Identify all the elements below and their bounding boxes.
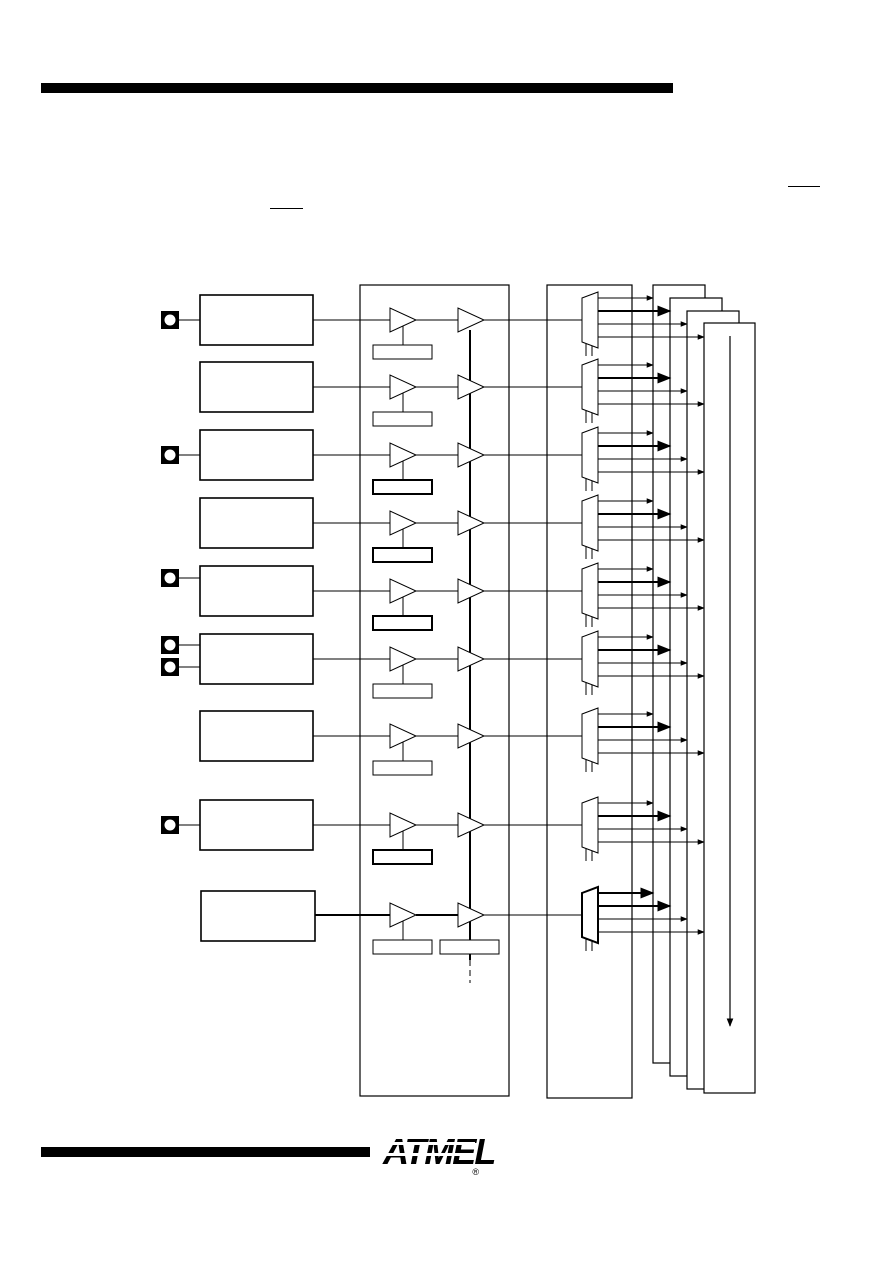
row-7: [199, 707, 705, 776]
mux-shape: [581, 796, 599, 854]
mux-shape: [581, 885, 599, 945]
mux-panel: [546, 284, 633, 1099]
atmel-logo: ATMEL ®: [383, 1131, 496, 1177]
row-8: [161, 796, 705, 865]
control-register-box: [372, 683, 433, 699]
header-bar: [41, 83, 673, 93]
mux-shape: [581, 291, 599, 349]
driver-triangle-icon: [457, 374, 486, 400]
control-register-box-2: [439, 939, 500, 955]
control-register-box: [372, 939, 433, 955]
driver-triangle-icon: [457, 510, 486, 536]
module-block: [199, 294, 314, 346]
module-block: [199, 565, 314, 617]
output-stack: [652, 284, 756, 1094]
mux-shape: [581, 707, 599, 765]
module-block: [199, 633, 314, 685]
module-block: [200, 890, 316, 942]
pin-circle-icon: [164, 572, 176, 584]
row-5: [161, 562, 705, 631]
row-3: [161, 426, 705, 495]
driver-triangle-icon: [457, 578, 486, 604]
driver-triangle-icon: [457, 307, 486, 333]
driver-triangle-icon: [457, 646, 486, 672]
driver-triangle-icon: [457, 902, 486, 928]
control-register-box: [372, 547, 433, 563]
mux-shape: [581, 630, 599, 688]
logo-stripe-2: [383, 1153, 475, 1156]
control-register-box: [372, 479, 433, 495]
driver-triangle-icon: [457, 442, 486, 468]
module-block: [199, 429, 314, 481]
control-register-box: [372, 411, 433, 427]
module-block: [199, 710, 314, 762]
driver-triangle-icon: [457, 812, 486, 838]
mux-shape: [581, 426, 599, 484]
row-4: [199, 494, 705, 563]
pin-circle-icon: [164, 819, 176, 831]
module-block: [199, 497, 314, 549]
row-2: [199, 358, 705, 427]
module-block: [199, 361, 314, 413]
logo-text: ATMEL: [383, 1131, 496, 1172]
driver-triangle-icon: [457, 723, 486, 749]
overline-mark-1: [788, 186, 820, 187]
control-register-box: [372, 849, 433, 865]
pin-circle-icon: [164, 639, 176, 651]
driver-panel: [359, 284, 510, 1097]
row-9: [200, 885, 705, 955]
control-register-box: [372, 760, 433, 776]
row-6: [161, 630, 705, 699]
pin-circle-icon: [164, 449, 176, 461]
logo-stripe-1: [383, 1142, 475, 1145]
module-block: [199, 799, 314, 851]
control-register-box: [372, 615, 433, 631]
logo-reg-mark: ®: [472, 1167, 479, 1177]
footer-bar: [41, 1147, 370, 1157]
pin-circle-icon: [164, 314, 176, 326]
control-register-box: [372, 344, 433, 360]
overline-mark-2: [270, 208, 303, 209]
mux-shape: [581, 562, 599, 620]
mux-shape: [581, 358, 599, 416]
row-1: [161, 291, 705, 360]
pin-circle-icon: [164, 661, 176, 673]
mux-shape: [581, 494, 599, 552]
